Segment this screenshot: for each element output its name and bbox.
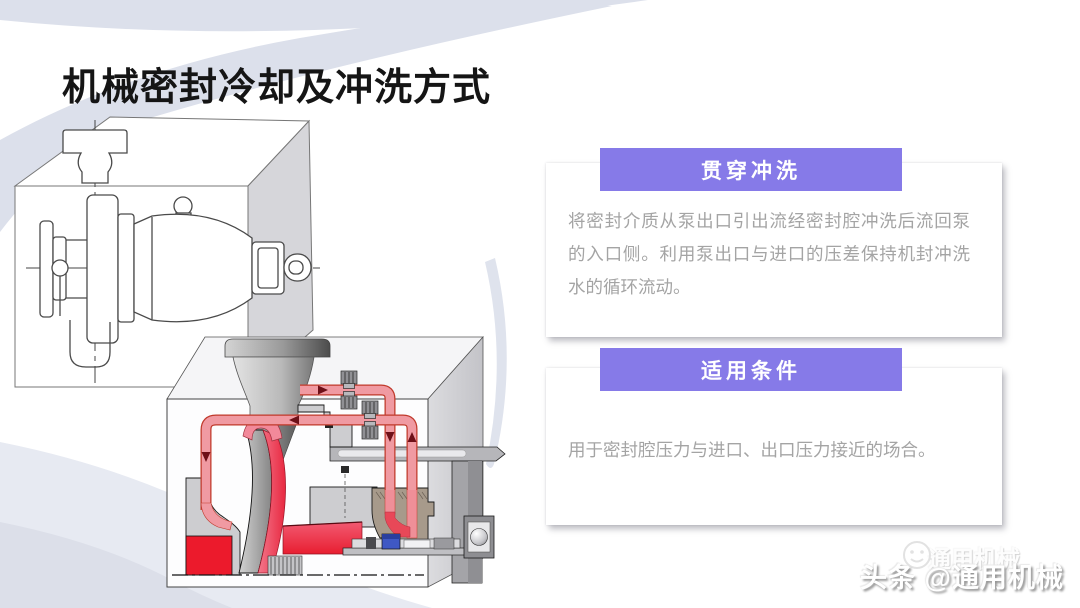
flush-pipe-seal-to-suction xyxy=(200,414,418,531)
applicable-conditions-header: 适用条件 xyxy=(600,348,902,391)
pump-line-drawing xyxy=(26,120,320,383)
applicable-conditions-body: 用于密封腔压力与进口、出口压力接近的场合。 xyxy=(568,440,936,460)
flush-method-card: 贯穿冲洗 将密封介质从泵出口引出流经密封腔冲洗后流回泵的入口侧。利用泵出口与进口… xyxy=(546,148,1002,337)
watermark-byline: 头条 @通用机械 xyxy=(860,563,1064,593)
bearing-ball xyxy=(470,528,488,546)
toutiao-smiley-logo-icon xyxy=(903,541,931,569)
casing-step xyxy=(297,404,353,448)
process-fluid-red xyxy=(185,535,233,576)
suction-flange xyxy=(224,338,331,358)
watermark-ghost: 通用机械 xyxy=(928,546,1020,572)
flush-pipe-discharge-to-seal xyxy=(300,384,396,490)
pipe-fitting-icon xyxy=(361,400,379,440)
flush-method-body: 将密封介质从泵出口引出流经密封腔冲洗后流回泵的入口侧。利用泵出口与进口的压差保持… xyxy=(568,211,970,297)
flow-arrows xyxy=(201,385,417,462)
applicable-conditions-card: 适用条件 用于密封腔压力与进口、出口压力接近的场合。 xyxy=(546,348,1002,525)
shaft-spline xyxy=(267,555,303,576)
seal-gland xyxy=(371,487,435,547)
page-title: 机械密封冷却及冲洗方式 xyxy=(62,67,492,109)
pump-flush-cutaway xyxy=(166,335,506,588)
stuffing-box xyxy=(309,486,378,528)
seal-chamber-flow xyxy=(384,511,411,538)
impeller-channel xyxy=(257,429,286,574)
pipe-fitting-icon xyxy=(340,370,358,410)
flush-method-header: 贯穿冲洗 xyxy=(600,148,902,191)
